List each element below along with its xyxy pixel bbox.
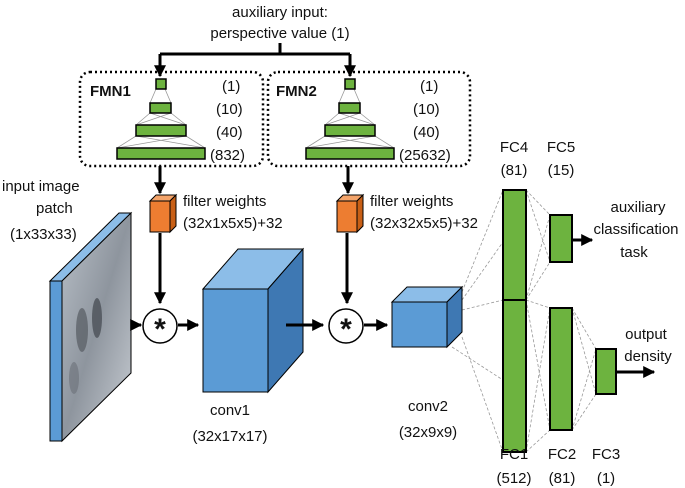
output-label-line1: output [625,326,668,343]
conv1-cube [201,247,305,394]
fmn1-layer-4 [116,147,206,160]
filter-to-operator-arrows [154,233,353,305]
conv2-cube [390,285,464,349]
fc2-layer [549,307,573,431]
fc4-label: FC4 [500,139,528,156]
fmn2-dotted-box [266,70,472,168]
auxiliary-input-arrows [154,43,356,78]
conv2-to-fc-connections [451,189,504,453]
conv1-label: conv1 [210,402,250,419]
filter-weights-2-label: filter weights [370,193,453,210]
convolution-operator-1: * [142,308,178,346]
fc2-label: FC2 [548,446,576,463]
filter-weights-1 [148,193,178,234]
filter-weights-2 [335,193,365,234]
fc3-label: FC3 [592,446,620,463]
filter-weights-1-label: filter weights [183,193,266,210]
fmn2-layer-3 [324,124,376,137]
fmn2-title: FMN2 [276,83,317,100]
fmn1-dotted-box [78,70,265,168]
fmn1-layer-1 [155,78,167,90]
aux-task-label-line1: auxiliary [610,199,666,216]
convolution-operator-2: * [328,308,364,346]
output-label-line2: density [624,348,672,365]
input-patch-label-line1: input image [2,178,80,195]
input-image-patch [48,211,133,443]
fmn1-connections [116,88,206,149]
fmn1-layer-3 [135,124,187,137]
input-patch-label-line2: patch [36,200,73,217]
fmn2-layer-2-size: (10) [413,101,440,118]
fc2-size: (81) [549,470,576,487]
fmn1-layer-2-size: (10) [216,101,243,118]
fmn1-block: FMN1 (1) (10) (40) (832) [78,70,265,168]
fmn2-block: FMN2 (1) (10) (40) (25632) [266,70,472,168]
fc5-layer [549,214,573,263]
aux-task-label-line3: task [620,244,648,261]
conv2-label: conv2 [408,398,448,415]
input-patch-label-line3: (1x33x33) [10,226,77,243]
fc4-size: (81) [501,162,528,179]
fmn2-layer-1-size: (1) [420,78,438,95]
fc1-label: FC1 [500,446,528,463]
fc4-layer [502,189,527,301]
fmn2-layer-4-size: (25632) [399,147,451,164]
fmn2-layer-4 [305,147,395,160]
filter-weights-1-dims: (32x1x5x5)+32 [183,215,283,232]
fmn2-layer-2 [338,102,361,114]
auxiliary-input-subtitle: perspective value (1) [210,25,349,42]
fmn1-title: FMN1 [90,83,131,100]
fmn1-layer-4-size: (832) [210,147,245,164]
fmn1-layer-2 [149,102,172,114]
convolution-operator-1-symbol: * [154,313,166,346]
convolution-operator-2-symbol: * [340,313,352,346]
fmn-to-filter-arrows [154,166,354,195]
fc1-layer [502,299,527,453]
fc3-size: (1) [597,470,615,487]
conv2-dims: (32x9x9) [399,424,457,441]
fmn2-connections [305,88,395,149]
fc5-size: (15) [548,162,575,179]
aux-task-label-line2: classification [593,221,678,238]
conv1-dims: (32x17x17) [192,428,267,445]
fc5-label: FC5 [547,139,575,156]
fc1-size: (512) [496,470,531,487]
fmn1-layer-3-size: (40) [216,124,243,141]
fmn2-layer-3-size: (40) [413,124,440,141]
fmn2-layer-1 [344,78,356,90]
fc3-layer [595,348,617,395]
fc-connections [525,189,597,453]
filter-weights-2-dims: (32x32x5x5)+32 [370,215,478,232]
fmn1-layer-1-size: (1) [222,78,240,95]
auxiliary-input-title: auxiliary input: [232,4,328,21]
